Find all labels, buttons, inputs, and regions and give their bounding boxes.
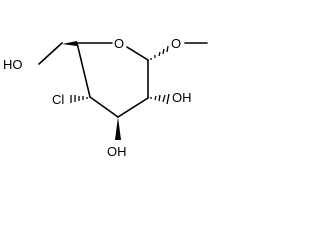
hydroxy-c2-label: OH	[172, 90, 192, 105]
bond-c3-c4	[89, 96, 119, 118]
hydroxy-c3-label: OH	[107, 144, 127, 159]
hash-c4-cl	[70, 95, 88, 103]
ring-oxygen-label: O	[114, 36, 124, 51]
hash-c2-oh	[150, 93, 170, 105]
hash-c1-ome	[150, 45, 169, 60]
chloro-label: Cl	[52, 92, 64, 107]
molecule-drawing: O O HO Cl OH OH	[3, 36, 208, 159]
methoxy-oxygen-label: O	[171, 36, 181, 51]
structure-canvas: O O HO Cl OH OH	[0, 0, 208, 171]
bond-c2-c3	[117, 97, 149, 118]
bond-o5-c1	[126, 46, 149, 61]
wedge-c5-c6	[62, 41, 77, 46]
wedge-c3-oh	[115, 117, 121, 140]
bond-c5-c6	[38, 42, 63, 65]
hydroxymethyl-label: HO	[3, 57, 23, 72]
bond-c4-c5	[76, 42, 91, 98]
